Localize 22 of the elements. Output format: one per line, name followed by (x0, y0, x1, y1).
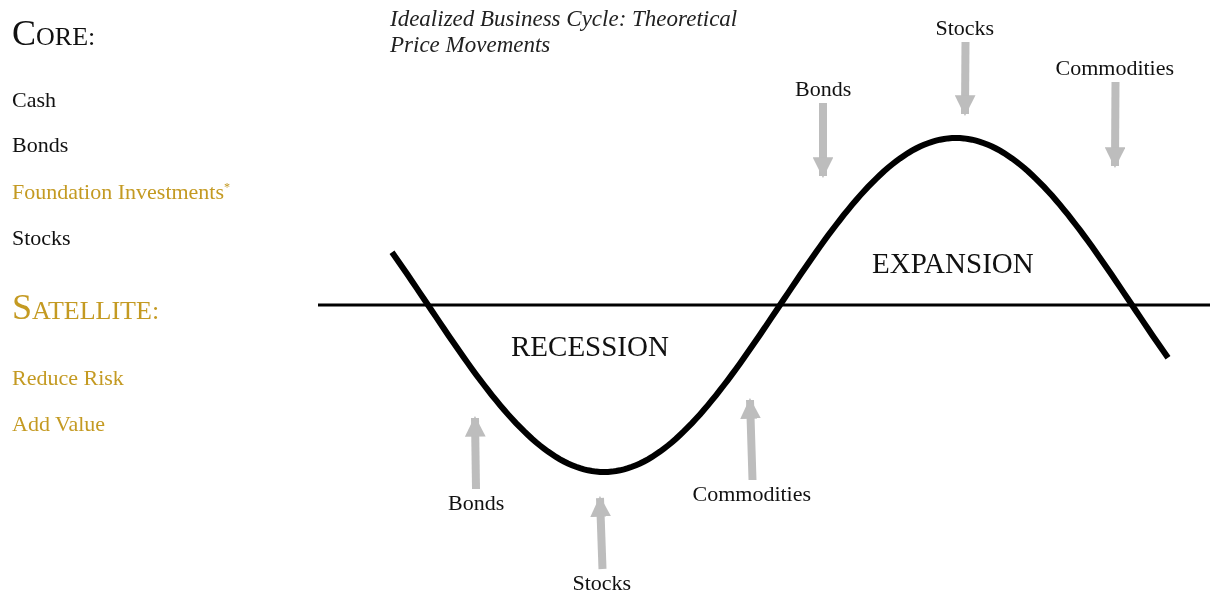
asset-label: Commodities (1055, 56, 1175, 81)
list-item: Cash (12, 88, 56, 113)
asset-label: Stocks (572, 571, 632, 596)
asset-label: Bonds (795, 77, 852, 102)
phase-label: RECESSION (511, 331, 669, 363)
list-item: Stocks (12, 226, 71, 251)
phase-label: EXPANSION (872, 248, 1034, 280)
list-item: Reduce Risk (12, 366, 124, 391)
asset-label: Bonds (448, 491, 505, 516)
section-heading: CORE: (12, 14, 96, 54)
asset-label: Stocks (935, 16, 995, 41)
list-item: Bonds (12, 133, 69, 158)
chart-title: Idealized Business Cycle: Theoretical Price Movements (390, 6, 739, 59)
section-heading: SATELLITE: (12, 288, 160, 328)
asset-label: Commodities (692, 482, 812, 507)
list-item: Foundation Investments$^{*}$ (12, 180, 231, 205)
arrow (464, 415, 486, 490)
arrow (590, 495, 612, 570)
arrow (740, 397, 761, 481)
arrow (954, 41, 976, 117)
arrow (1104, 81, 1126, 169)
list-item: Add Value (12, 412, 106, 437)
